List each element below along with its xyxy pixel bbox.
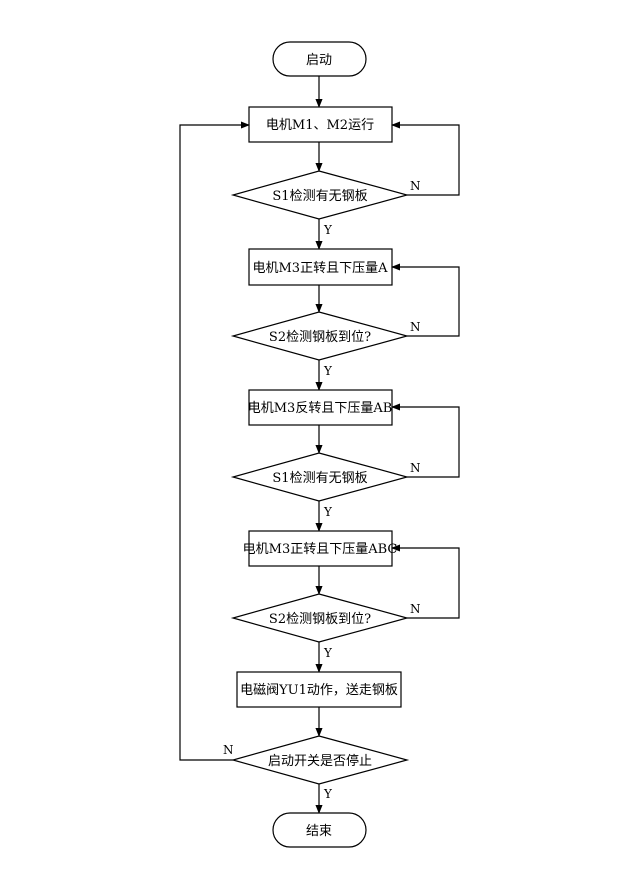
loop-no-final	[179, 121, 250, 761]
svg-text:电机M3反转且下压量AB: 电机M3反转且下压量AB	[248, 401, 393, 416]
no-label-4: N	[410, 602, 421, 616]
loop-no-2	[391, 263, 460, 337]
decision-start-switch-stop: 启动开关是否停止	[230, 735, 410, 785]
yes-label-2: Y	[323, 364, 333, 378]
yes-label-final: Y	[323, 787, 333, 801]
decision-s1-check-plate-2: S1检测有无钢板	[230, 452, 410, 502]
svg-text:S1检测有无钢板: S1检测有无钢板	[272, 189, 367, 204]
process-m3-reverse-ab: 电机M3反转且下压量AB	[248, 389, 393, 426]
yes-label-1: Y	[323, 223, 333, 237]
yes-label-3: Y	[323, 505, 333, 519]
end-terminal: 结束	[272, 812, 367, 848]
svg-text:启动开关是否停止: 启动开关是否停止	[268, 753, 372, 769]
end-label: 结束	[306, 824, 332, 839]
start-terminal: 启动	[272, 41, 367, 77]
loop-no-4	[391, 544, 460, 619]
no-label-final: N	[223, 743, 234, 757]
loop-no-3	[391, 403, 460, 478]
process-m3-forward-abc: 电机M3正转且下压量ABC	[243, 530, 398, 567]
no-label-2: N	[410, 320, 421, 334]
loop-no-1	[391, 121, 460, 196]
decision-s2-check-position-2: S2检测钢板到位?	[230, 593, 410, 643]
svg-text:S2检测钢板到位?: S2检测钢板到位?	[269, 330, 371, 345]
process-m1-m2-run: 电机M1、M2运行	[248, 106, 393, 143]
svg-text:电机M3正转且下压量ABC: 电机M3正转且下压量ABC	[243, 542, 398, 557]
process-valve-yu1: 电磁阀YU1动作，送走钢板	[236, 671, 402, 708]
svg-text:电机M1、M2运行: 电机M1、M2运行	[266, 118, 374, 133]
no-label-3: N	[410, 461, 421, 475]
process-m3-forward-a: 电机M3正转且下压量A	[248, 248, 393, 286]
svg-text:S1检测有无钢板: S1检测有无钢板	[272, 471, 367, 486]
no-label-1: N	[410, 179, 421, 193]
decision-s2-check-position: S2检测钢板到位?	[230, 311, 410, 361]
svg-text:S2检测钢板到位?: S2检测钢板到位?	[269, 612, 371, 627]
yes-label-4: Y	[323, 646, 333, 660]
svg-text:电磁阀YU1动作，送走钢板: 电磁阀YU1动作，送走钢板	[240, 683, 398, 698]
start-label: 启动	[306, 53, 332, 68]
decision-s1-check-plate: S1检测有无钢板	[230, 170, 410, 220]
svg-text:电机M3正转且下压量A: 电机M3正转且下压量A	[253, 261, 389, 276]
